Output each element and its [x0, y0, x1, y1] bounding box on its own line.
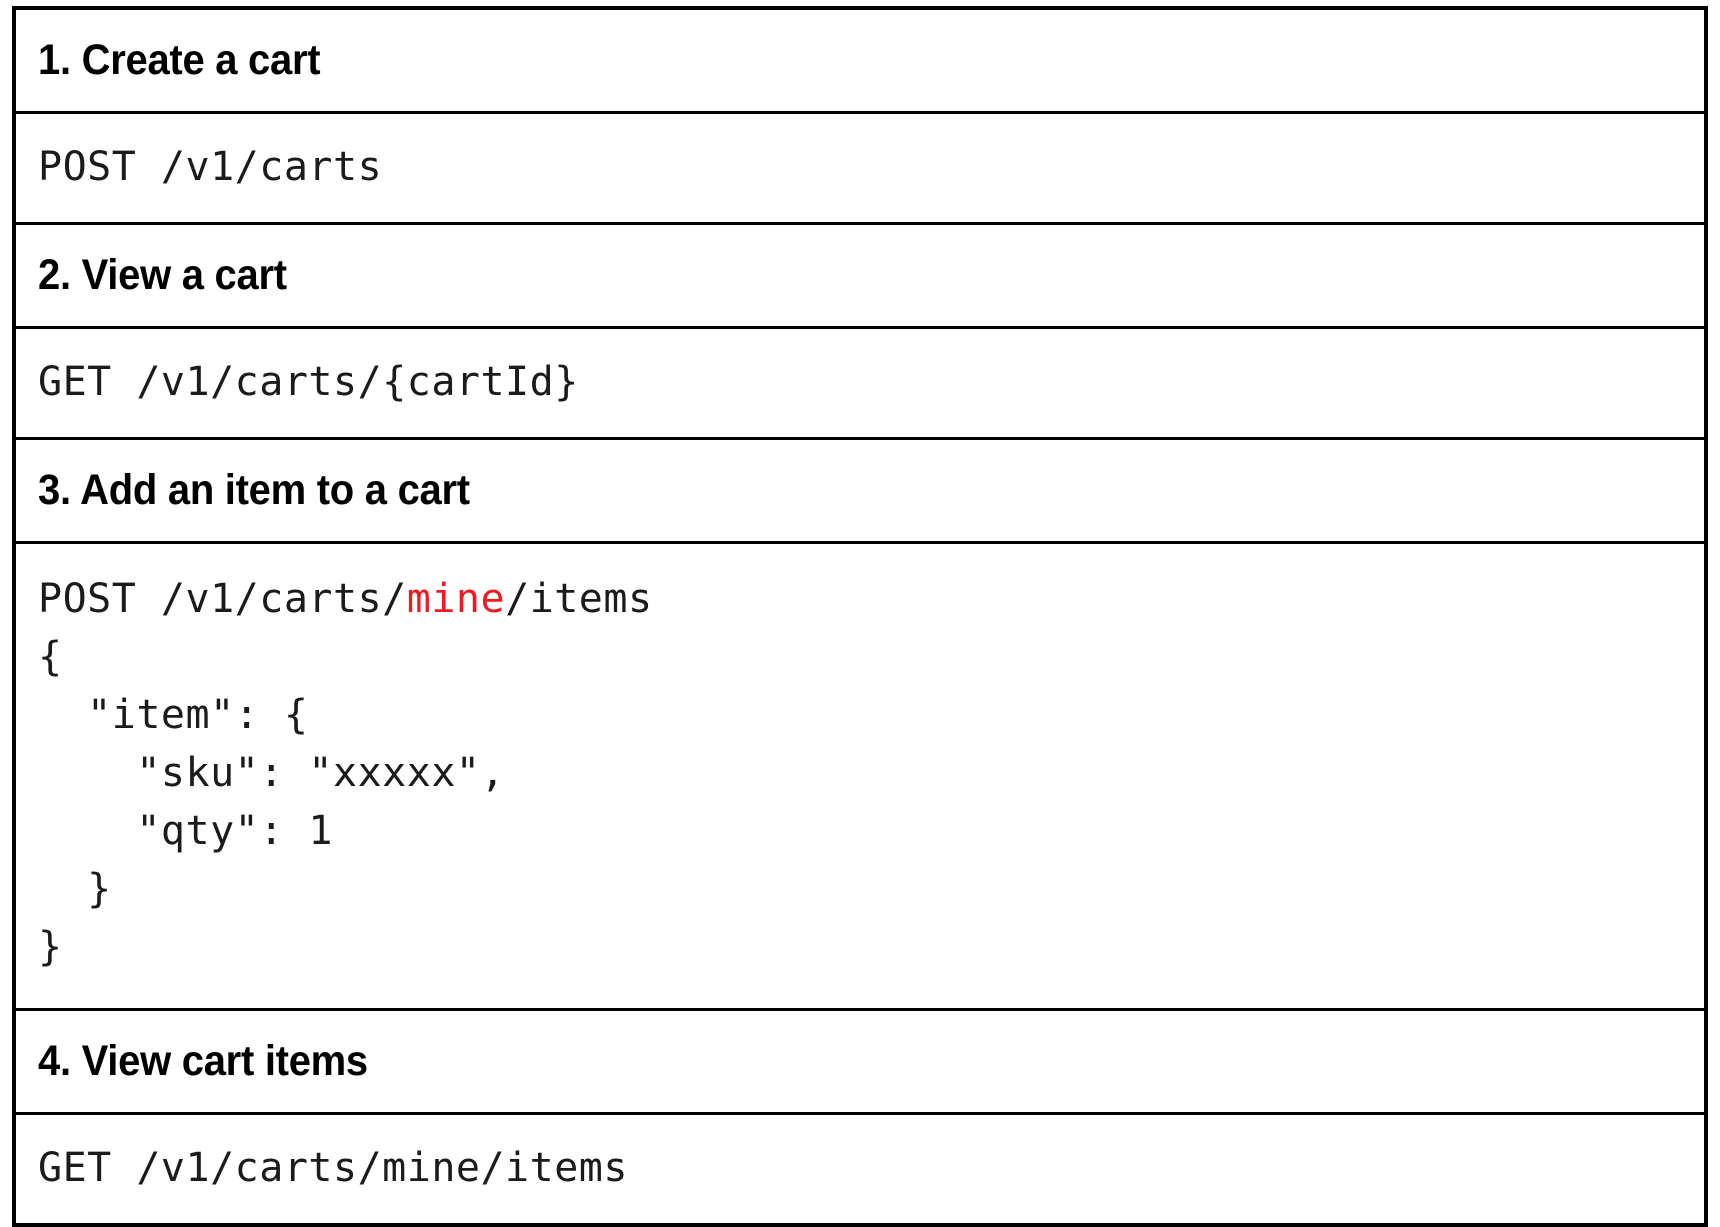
section-heading-1: 1. Create a cart — [38, 35, 321, 84]
section-heading-row: 1. Create a cart — [16, 10, 1704, 114]
code-highlight-3: mine — [406, 576, 506, 622]
api-endpoint-table: 1. Create a cart POST /v1/carts 2. View … — [12, 6, 1708, 1227]
code-block-3: POST /v1/carts/mine/items — [38, 570, 1682, 628]
code-prefix-2: GET /v1/carts/{cartId} — [38, 359, 579, 405]
code-json-body-3: { "item": { "sku": "xxxxx", "qty": 1 } } — [38, 634, 506, 970]
code-prefix-4: GET /v1/carts/mine/items — [38, 1145, 628, 1191]
section-code-row: GET /v1/carts/mine/items — [16, 1115, 1704, 1223]
code-block-4: GET /v1/carts/mine/items — [38, 1139, 1682, 1197]
section-heading-row: 3. Add an item to a cart — [16, 440, 1704, 544]
code-suffix-3: /items — [505, 576, 653, 622]
code-prefix-1: POST /v1/carts — [38, 144, 383, 190]
section-heading-2: 2. View a cart — [38, 250, 287, 299]
section-heading-3: 3. Add an item to a cart — [38, 465, 470, 514]
code-prefix-3: POST /v1/carts/ — [38, 576, 407, 622]
section-code-row: POST /v1/carts — [16, 114, 1704, 225]
section-heading-row: 4. View cart items — [16, 1011, 1704, 1115]
section-heading-row: 2. View a cart — [16, 225, 1704, 329]
code-block-1: POST /v1/carts — [38, 138, 1682, 196]
code-block-2: GET /v1/carts/{cartId} — [38, 353, 1682, 411]
section-code-row: GET /v1/carts/{cartId} — [16, 329, 1704, 440]
section-code-row: POST /v1/carts/mine/items { "item": { "s… — [16, 544, 1704, 1011]
section-heading-4: 4. View cart items — [38, 1036, 368, 1085]
